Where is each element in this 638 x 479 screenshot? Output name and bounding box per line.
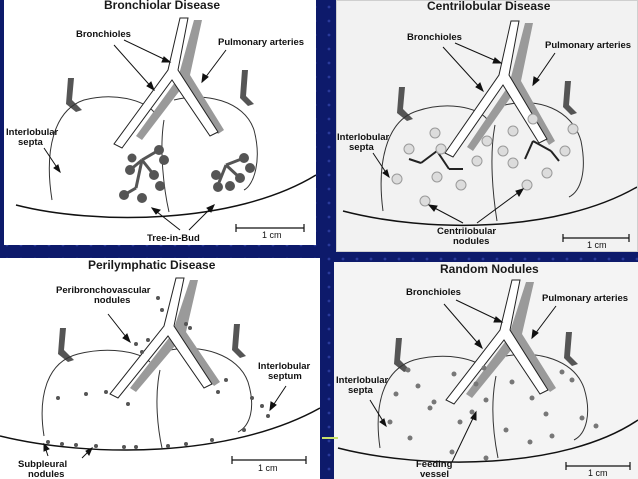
label-pointers <box>372 42 556 224</box>
septum-stub <box>564 332 578 366</box>
label-pulmonary-arteries: Pulmonary arteries <box>542 293 629 304</box>
label-pointers <box>43 39 227 231</box>
label-pulmonary-arteries: Pulmonary arteries <box>218 37 305 48</box>
lobule-outline <box>41 349 151 437</box>
pleura-line <box>337 419 638 463</box>
random-nodules-diagram <box>337 279 638 470</box>
centrilobular-diagram <box>342 20 637 242</box>
label-interlobular-septum-1: Interlobular <box>258 361 311 372</box>
panel-title: Random Nodules <box>440 262 539 276</box>
lobule-outline <box>377 355 487 449</box>
scale-bar <box>231 456 307 464</box>
label-feeding-vessel-1: Feeding <box>416 459 453 470</box>
label-bronchioles: Bronchioles <box>406 287 461 298</box>
septum-stub <box>563 81 577 115</box>
lobule-septum <box>161 119 170 213</box>
terminal-bronchioles <box>408 140 560 170</box>
panel-bronchiolar-disease: Bronchiolar Disease Bronchioles Pulmonar… <box>4 0 316 245</box>
pleura-line <box>0 407 320 451</box>
lobule-septum <box>491 124 498 222</box>
centrilobular-nodules <box>391 113 579 207</box>
label-feeding-vessel-2: vessel <box>420 469 450 479</box>
panel-random-nodules: Random Nodules Bronchioles Pulmonary art… <box>334 262 638 479</box>
label-centrilobular-1: Centrilobular <box>437 226 497 237</box>
label-interlobular-2: septa <box>18 137 43 148</box>
panel-title: Perilymphatic Disease <box>88 258 216 272</box>
bronchiole <box>444 20 548 158</box>
scale-bar <box>235 224 305 232</box>
septum-stub <box>66 78 82 112</box>
lobule-septum <box>492 375 499 459</box>
lobule-outline <box>169 347 253 433</box>
label-centrilobular-2: nodules <box>453 236 490 247</box>
panel-title: Centrilobular Disease <box>427 0 551 13</box>
tree-in-bud-cluster <box>211 153 255 192</box>
label-interlobular-2: septa <box>349 142 374 153</box>
label-pulmonary-arteries: Pulmonary arteries <box>545 40 632 51</box>
tree-in-bud-cluster <box>119 145 169 203</box>
bronchiole <box>113 17 219 149</box>
bronchiole <box>445 279 549 405</box>
panel-centrilobular-disease: Centrilobular Disease Bronchioles Pulmon… <box>336 0 638 252</box>
scale-label: 1 cm <box>587 240 607 250</box>
label-interlobular-1: Interlobular <box>337 132 390 143</box>
septum-stub <box>397 87 413 121</box>
label-pointers <box>369 299 557 463</box>
panel-title: Bronchiolar Disease <box>104 0 221 12</box>
label-pointers <box>43 313 287 459</box>
scale-label: 1 cm <box>258 463 278 473</box>
perilymphatic-diagram <box>0 277 320 464</box>
septum-stub <box>240 70 254 106</box>
bronchiolar-diagram <box>15 17 316 232</box>
scale-label: 1 cm <box>262 230 282 240</box>
label-interlobular-septum-2: septum <box>268 371 302 382</box>
label-bronchioles: Bronchioles <box>407 32 462 43</box>
label-bronchioles: Bronchioles <box>76 29 131 40</box>
septum-stub <box>394 338 410 372</box>
scale-bar <box>565 462 631 470</box>
label-interlobular-1: Interlobular <box>6 127 59 138</box>
panel-perilymphatic-disease: Perilymphatic Disease Peribronchovascula… <box>0 258 320 479</box>
label-tree-in-bud: Tree-in-Bud <box>147 233 200 244</box>
lobule-outline <box>505 353 589 441</box>
septum-stub <box>232 324 246 358</box>
pleura-line <box>342 186 637 227</box>
lobule-septum <box>156 369 163 449</box>
label-peribronchovascular-1: Peribronchovascular <box>56 285 151 296</box>
lobule-outline <box>504 102 584 198</box>
label-interlobular-2: septa <box>348 385 373 396</box>
random-nodules <box>387 365 599 461</box>
scale-label: 1 cm <box>588 468 608 478</box>
septum-stub <box>58 328 74 362</box>
label-subpleural-1: Subpleural <box>18 459 68 470</box>
scale-bar <box>562 234 630 242</box>
pleura-line <box>15 174 316 219</box>
label-subpleural-2: nodules <box>28 469 65 479</box>
accent-line <box>322 437 338 439</box>
label-peribronchovascular-2: nodules <box>94 295 131 306</box>
lobule-outline <box>48 96 155 201</box>
lobule-outline <box>380 105 488 212</box>
bronchiole <box>109 277 213 399</box>
label-interlobular-1: Interlobular <box>336 375 389 386</box>
perilymphatic-nodules <box>46 296 270 449</box>
